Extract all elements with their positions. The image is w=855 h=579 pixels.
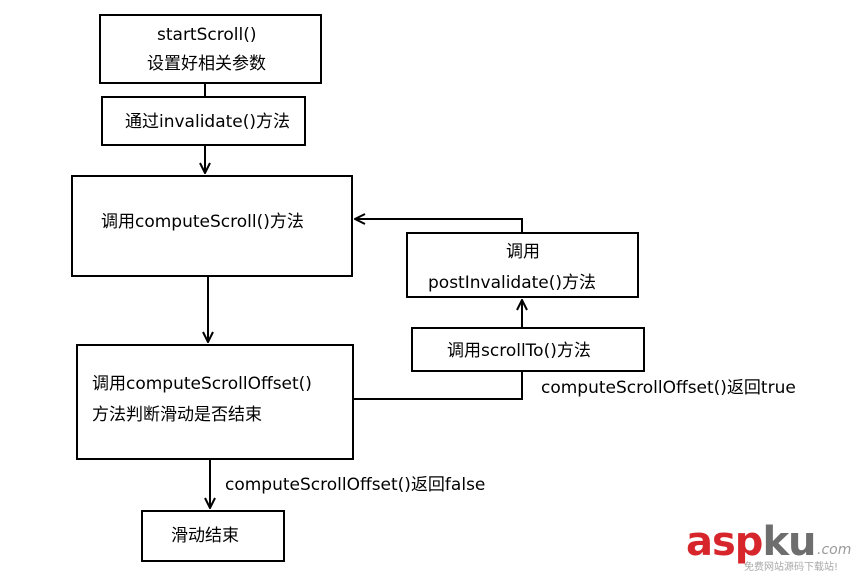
start-scroll-desc: 设置好相关参数 xyxy=(147,54,266,74)
start-scroll-label: startScroll() xyxy=(157,25,257,45)
invalidate-box xyxy=(101,96,306,146)
end-box xyxy=(141,510,285,562)
compute-scroll-label: 调用computeScroll()方法 xyxy=(101,212,304,232)
compute-scroll-box xyxy=(71,175,353,277)
watermark-logo-grey: ku xyxy=(762,519,816,565)
post-invalidate-label-line1: 调用 xyxy=(506,242,540,262)
post-invalidate-box xyxy=(406,232,639,298)
watermark-logo-red: asp xyxy=(686,519,763,565)
watermark-domain: .com xyxy=(817,542,852,558)
arrow-postinvalidate-to-compute xyxy=(355,219,523,232)
end-label: 滑动结束 xyxy=(171,526,239,546)
post-invalidate-label-line2: postInvalidate()方法 xyxy=(428,273,597,293)
watermark-logo: aspku xyxy=(686,519,817,565)
connector-offset-to-scrollto xyxy=(354,372,523,400)
start-scroll-box xyxy=(99,14,322,84)
watermark-tagline: 免费网站源码下载站! xyxy=(744,562,839,573)
offset-check-label-line2: 方法判断滑动是否结束 xyxy=(92,405,262,425)
scroll-to-label: 调用scrollTo()方法 xyxy=(447,341,591,361)
offset-check-label-line1: 调用computeScrollOffset() xyxy=(92,374,312,394)
edge-label-true: computeScrollOffset()返回true xyxy=(541,378,796,398)
edge-label-false: computeScrollOffset()返回false xyxy=(225,475,486,495)
scroll-to-box xyxy=(411,327,645,372)
invalidate-label: 通过invalidate()方法 xyxy=(125,112,291,132)
offset-check-box xyxy=(76,344,354,460)
